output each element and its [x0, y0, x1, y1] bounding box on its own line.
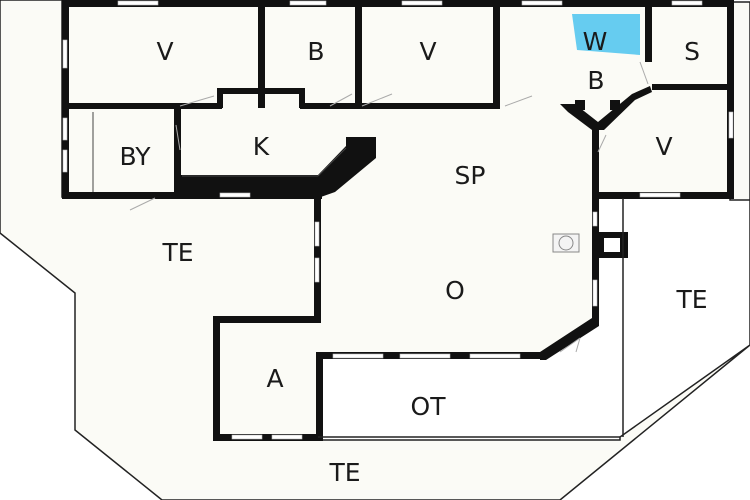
room-label-bathroom-2: B — [587, 66, 604, 95]
room-label-terrace-west: TE — [161, 238, 193, 267]
stove-icon — [552, 233, 580, 253]
room-label-living: O — [445, 276, 465, 305]
room-label-sauna: S — [684, 37, 700, 66]
shower-area — [572, 14, 640, 55]
room-label-terrace-south: TE — [328, 458, 360, 487]
house-floor — [62, 2, 730, 437]
room-label-bedroom-2: V — [419, 37, 436, 66]
room-label-dining: SP — [455, 161, 486, 190]
room-label-annex: A — [266, 364, 283, 393]
room-label-terrace-east: TE — [675, 285, 707, 314]
room-label-utility: BY — [119, 142, 151, 171]
room-label-kitchen: K — [253, 132, 270, 161]
room-label-bedroom-3: V — [655, 132, 672, 161]
room-label-bathroom-1: B — [307, 37, 324, 66]
room-label-loft: OT — [411, 392, 447, 421]
doors — [92, 61, 649, 438]
room-label-washroom: W — [583, 27, 608, 56]
windows — [62, 0, 734, 440]
room-label-bedroom-1: V — [156, 37, 173, 66]
